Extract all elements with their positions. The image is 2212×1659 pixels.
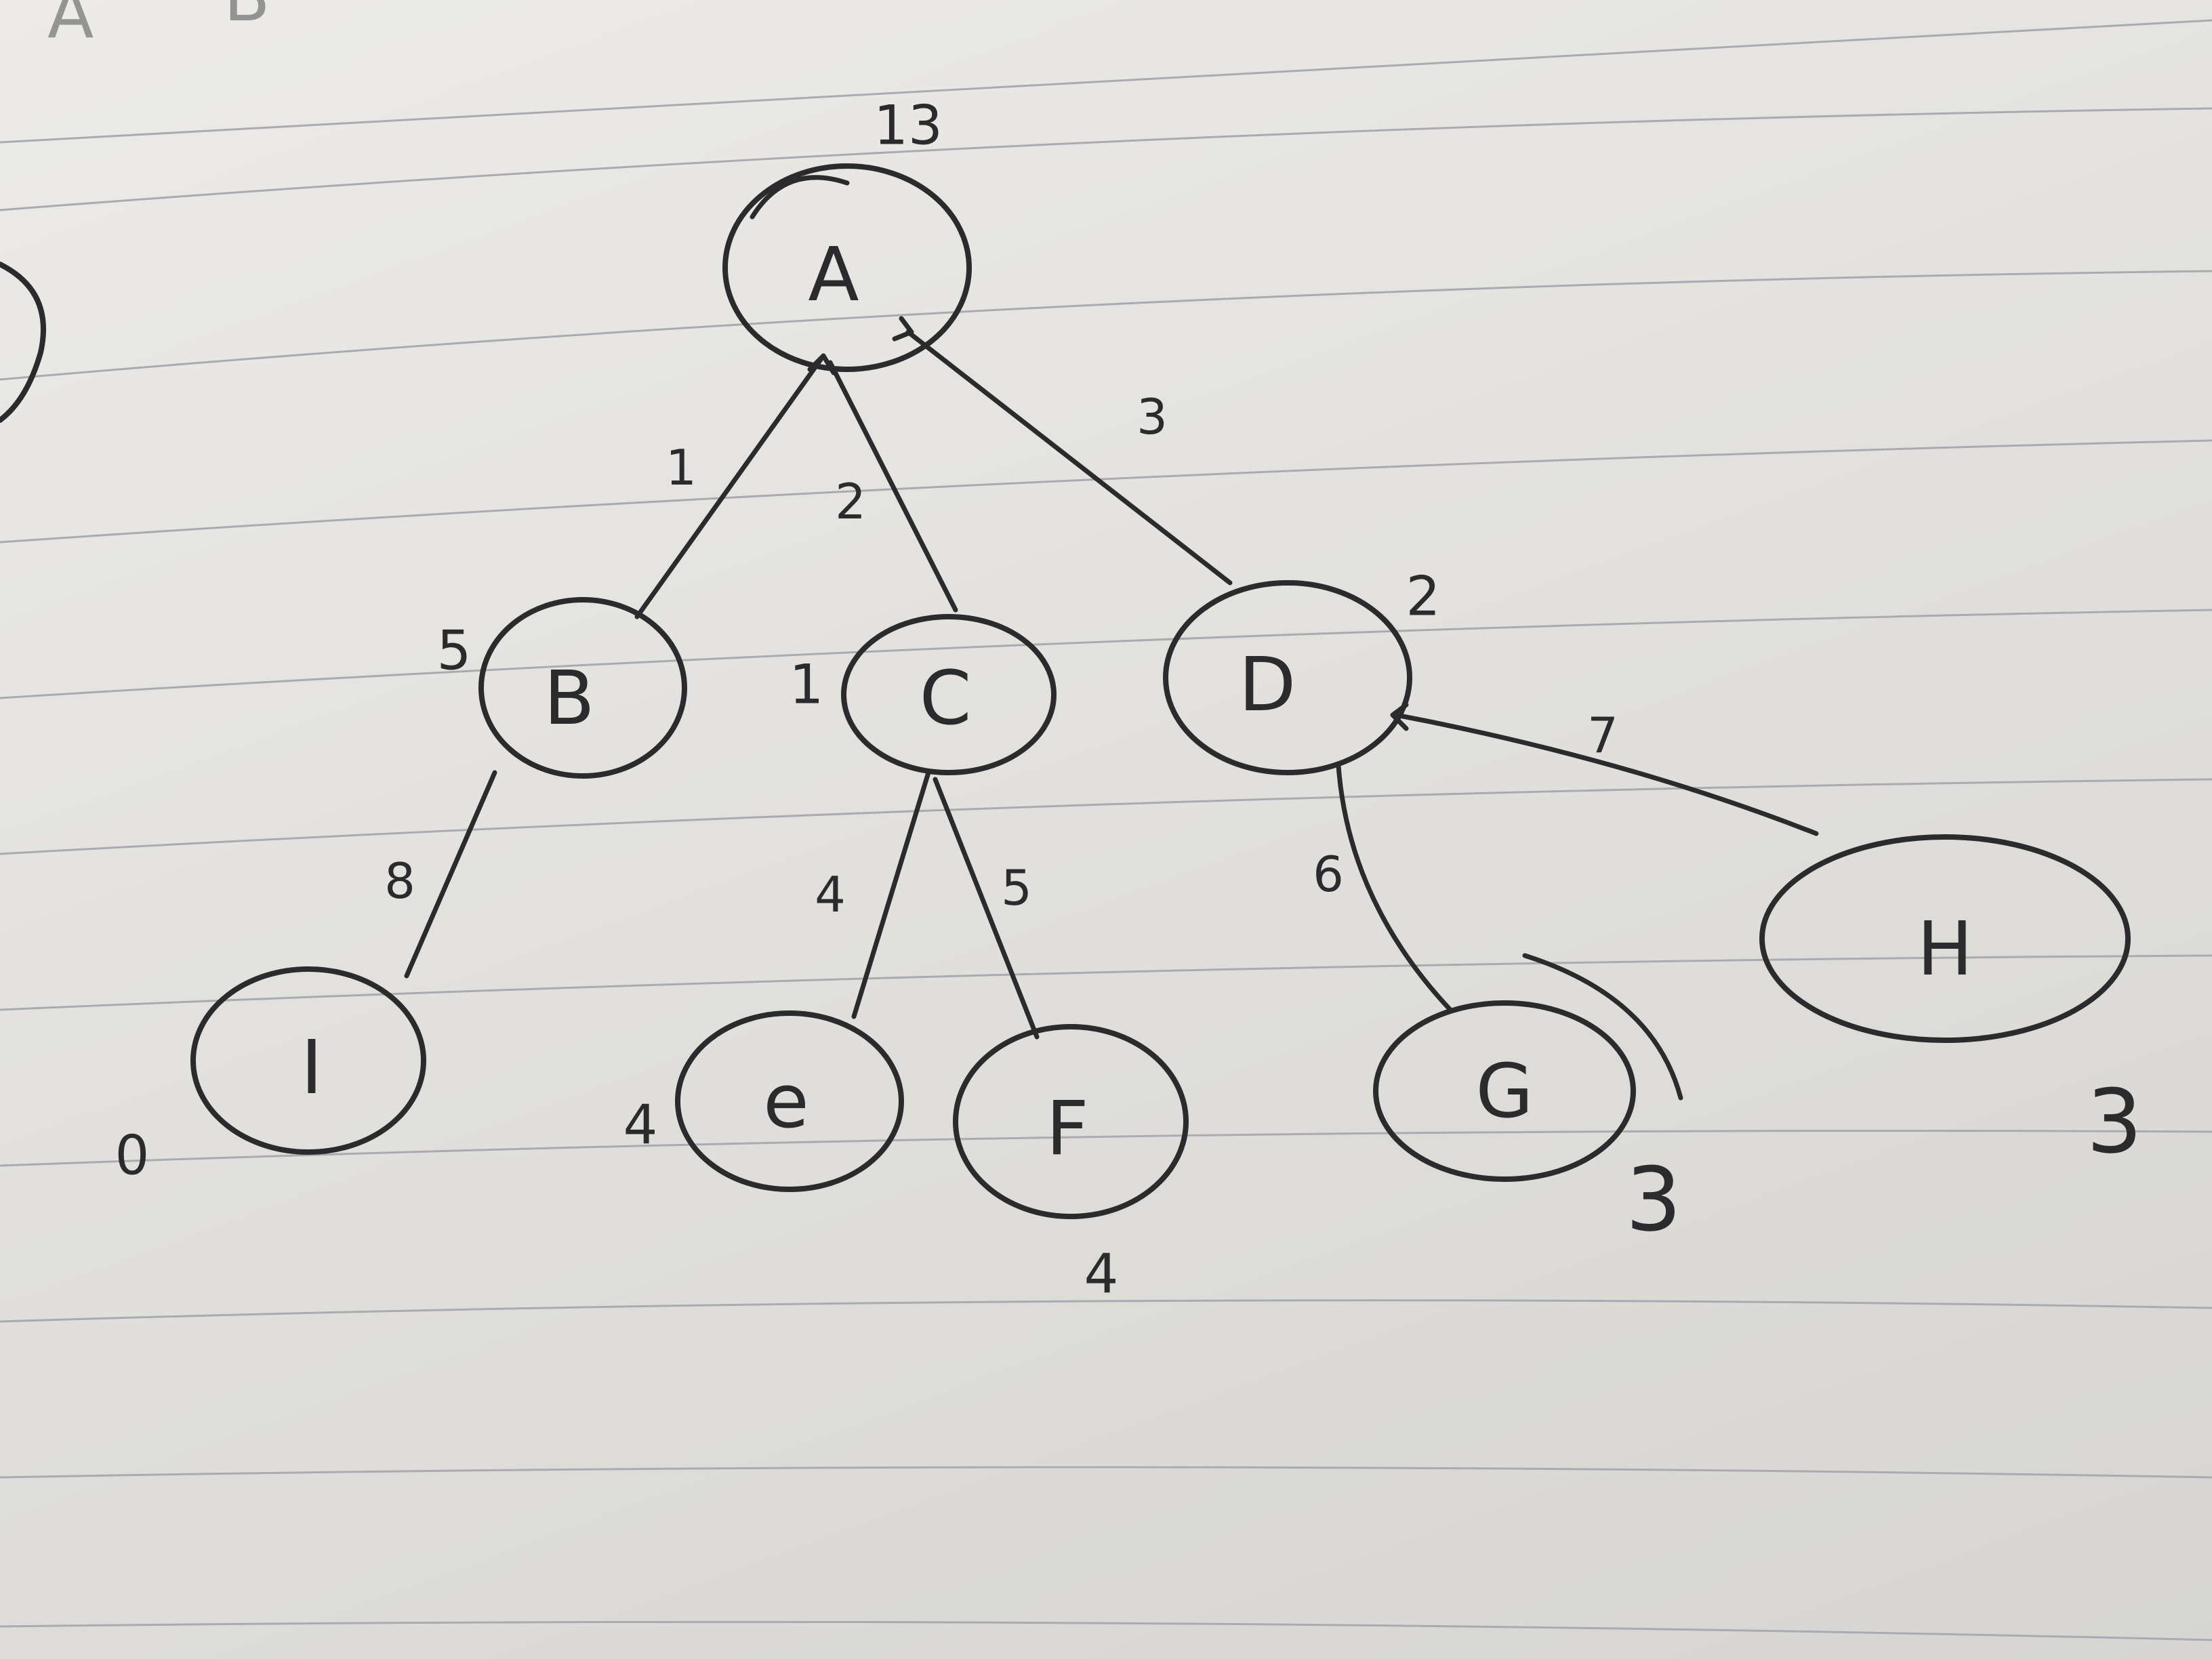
edge-weight-a-d: 3 (1136, 388, 1168, 445)
node-outline (478, 597, 687, 779)
edge-weight-a-b: 1 (665, 439, 697, 496)
heuristic-e: 4 (623, 1094, 658, 1157)
node-g: G (1373, 953, 1683, 1182)
page-rule (0, 19, 2212, 144)
node-outline (1759, 834, 2131, 1043)
node-outline-overstroke (1522, 953, 1683, 1101)
heuristic-i: 0 (115, 1124, 150, 1187)
page-rules (0, 19, 2212, 1641)
edge-weight-b-i: 8 (384, 853, 415, 909)
edge-b-i (404, 770, 497, 979)
heuristic-c: 1 (790, 653, 824, 716)
heuristic-f: 4 (1084, 1243, 1119, 1306)
page-rule (0, 609, 2212, 699)
page-rule (0, 778, 2212, 855)
node-e: e (675, 1010, 904, 1192)
edge-c-f (933, 777, 1040, 1040)
node-outline (675, 1010, 904, 1192)
partial-circle (0, 262, 46, 423)
arrowhead-icon (892, 316, 914, 342)
node-label-d: D (1239, 641, 1296, 728)
heuristic-a: 13 (874, 94, 943, 157)
node-label-h: H (1917, 905, 1973, 992)
node-outline (1373, 1000, 1636, 1182)
edge-weight-a-c: 2 (835, 473, 866, 530)
node-outline (841, 614, 1057, 775)
node-h: H (1759, 834, 2131, 1043)
page-rule (0, 1299, 2212, 1323)
node-label-e: e (763, 1058, 809, 1145)
edge-weight-c-f: 5 (1001, 859, 1032, 916)
page-rule (0, 107, 2212, 211)
heuristic-values: 13 5 1 2 0 4 4 3 3 (115, 94, 2143, 1306)
node-outline (190, 966, 426, 1155)
edge-weight-d-g: 6 (1313, 846, 1344, 903)
edge-d-h (1393, 712, 1819, 836)
node-c: C (841, 614, 1057, 775)
node-label-c: C (920, 655, 972, 741)
node-outline (722, 163, 972, 372)
page-rule (0, 439, 2212, 544)
node-d: D (1163, 580, 1412, 775)
edges (404, 316, 1819, 1040)
node-outline (1163, 580, 1412, 775)
page-rule (0, 1620, 2212, 1641)
top-fragment-b: B (224, 0, 270, 37)
edge-a-c (827, 360, 958, 613)
node-label-i: I (301, 1024, 323, 1111)
node-b: B (478, 597, 687, 779)
node-label-g: G (1475, 1048, 1533, 1134)
edge-weight-d-h: 7 (1587, 707, 1618, 764)
page-rule (0, 270, 2212, 381)
heuristic-d: 2 (1406, 565, 1441, 628)
node-label-f: F (1046, 1085, 1088, 1172)
node-label-b: B (544, 655, 594, 741)
node-f: F (953, 1024, 1189, 1219)
edge-a-b (634, 353, 826, 619)
node-outline-overstroke (750, 175, 850, 220)
top-fragment-a: A (47, 0, 94, 54)
heuristic-b: 5 (437, 619, 472, 682)
node-a: A (722, 163, 972, 372)
heuristic-h: 3 (2087, 1070, 2143, 1173)
page-rule (0, 1466, 2212, 1479)
edge-a-d (905, 329, 1233, 586)
edge-weights: 1 2 3 8 4 5 6 7 (384, 388, 1618, 923)
edge-weight-c-e: 4 (815, 866, 846, 923)
heuristic-g: 3 (1626, 1148, 1682, 1251)
node-label-a: A (808, 231, 859, 318)
page-rule (0, 954, 2212, 1011)
node-outline (953, 1024, 1189, 1219)
edge-d-g (1336, 763, 1453, 1012)
page-rule (0, 1130, 2212, 1167)
page-fragments: A B (0, 0, 270, 423)
edge-c-e (851, 770, 931, 1019)
node-i: I (190, 966, 426, 1155)
